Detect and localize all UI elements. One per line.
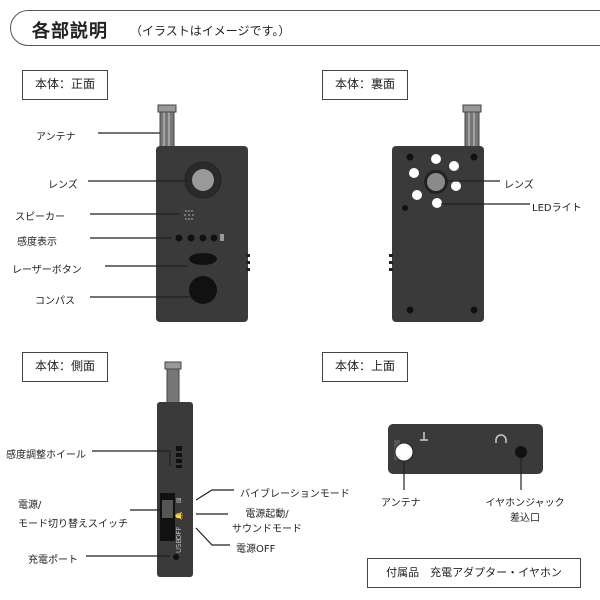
- side-label-power-sound: 電源起動/ サウンドモード: [232, 505, 302, 535]
- side-label-power-switch-2: モード切り替えスイッチ: [18, 519, 128, 530]
- header-frame: [10, 10, 600, 46]
- front-device: [156, 104, 250, 322]
- side-label-sensitivity-wheel: 感度調整ホイール: [6, 450, 86, 461]
- side-label-power-switch-1: 電源/: [18, 500, 42, 511]
- side-label-power-sound-1: 電源起動/: [245, 509, 289, 520]
- front-label-sensitivity-display: 感度表示: [17, 237, 57, 248]
- back-panel-title: 本体：裏面: [322, 70, 408, 100]
- page-title: 各部説明: [32, 21, 108, 42]
- side-label-power-sound-2: サウンドモード: [232, 524, 302, 535]
- side-mark-vibration: ⊠: [175, 497, 183, 503]
- front-panel-title: 本体：正面: [22, 70, 108, 100]
- top-label-earphone-jack: イヤホンジャック 差込口: [483, 494, 567, 524]
- front-label-laser-button: レーザーボタン: [12, 265, 82, 276]
- side-panel-title: 本体：側面: [22, 352, 108, 382]
- top-device: [388, 424, 543, 474]
- back-label-led-light: LEDライト: [532, 203, 582, 214]
- side-label-power-off: 電源OFF: [236, 544, 276, 555]
- side-label-charge-port: 充電ポート: [28, 555, 78, 566]
- top-label-earphone-jack-1: イヤホンジャック: [485, 498, 565, 509]
- back-label-lens: レンズ: [504, 180, 534, 191]
- page-subtitle: （イラストはイメージです。）: [130, 24, 291, 38]
- top-panel-title: 本体：上面: [322, 352, 408, 382]
- side-device: [157, 361, 193, 577]
- side-mark-usb: USB: [175, 538, 183, 553]
- accessories-box: 付属品 充電アダプター・イヤホン: [367, 558, 581, 588]
- top-label-antenna: アンテナ: [381, 498, 421, 509]
- front-label-speaker: スピーカー: [15, 212, 65, 223]
- side-mark-off: OFF: [175, 526, 183, 540]
- front-label-antenna: アンテナ: [36, 132, 76, 143]
- front-label-lens: レンズ: [48, 180, 78, 191]
- top-label-earphone-jack-2: 差込口: [510, 513, 540, 524]
- side-label-vibration-mode: バイブレーションモード: [240, 489, 350, 500]
- front-label-compass: コンパス: [35, 296, 75, 307]
- side-mark-sound: 🔔: [174, 511, 183, 520]
- back-device: [389, 104, 484, 322]
